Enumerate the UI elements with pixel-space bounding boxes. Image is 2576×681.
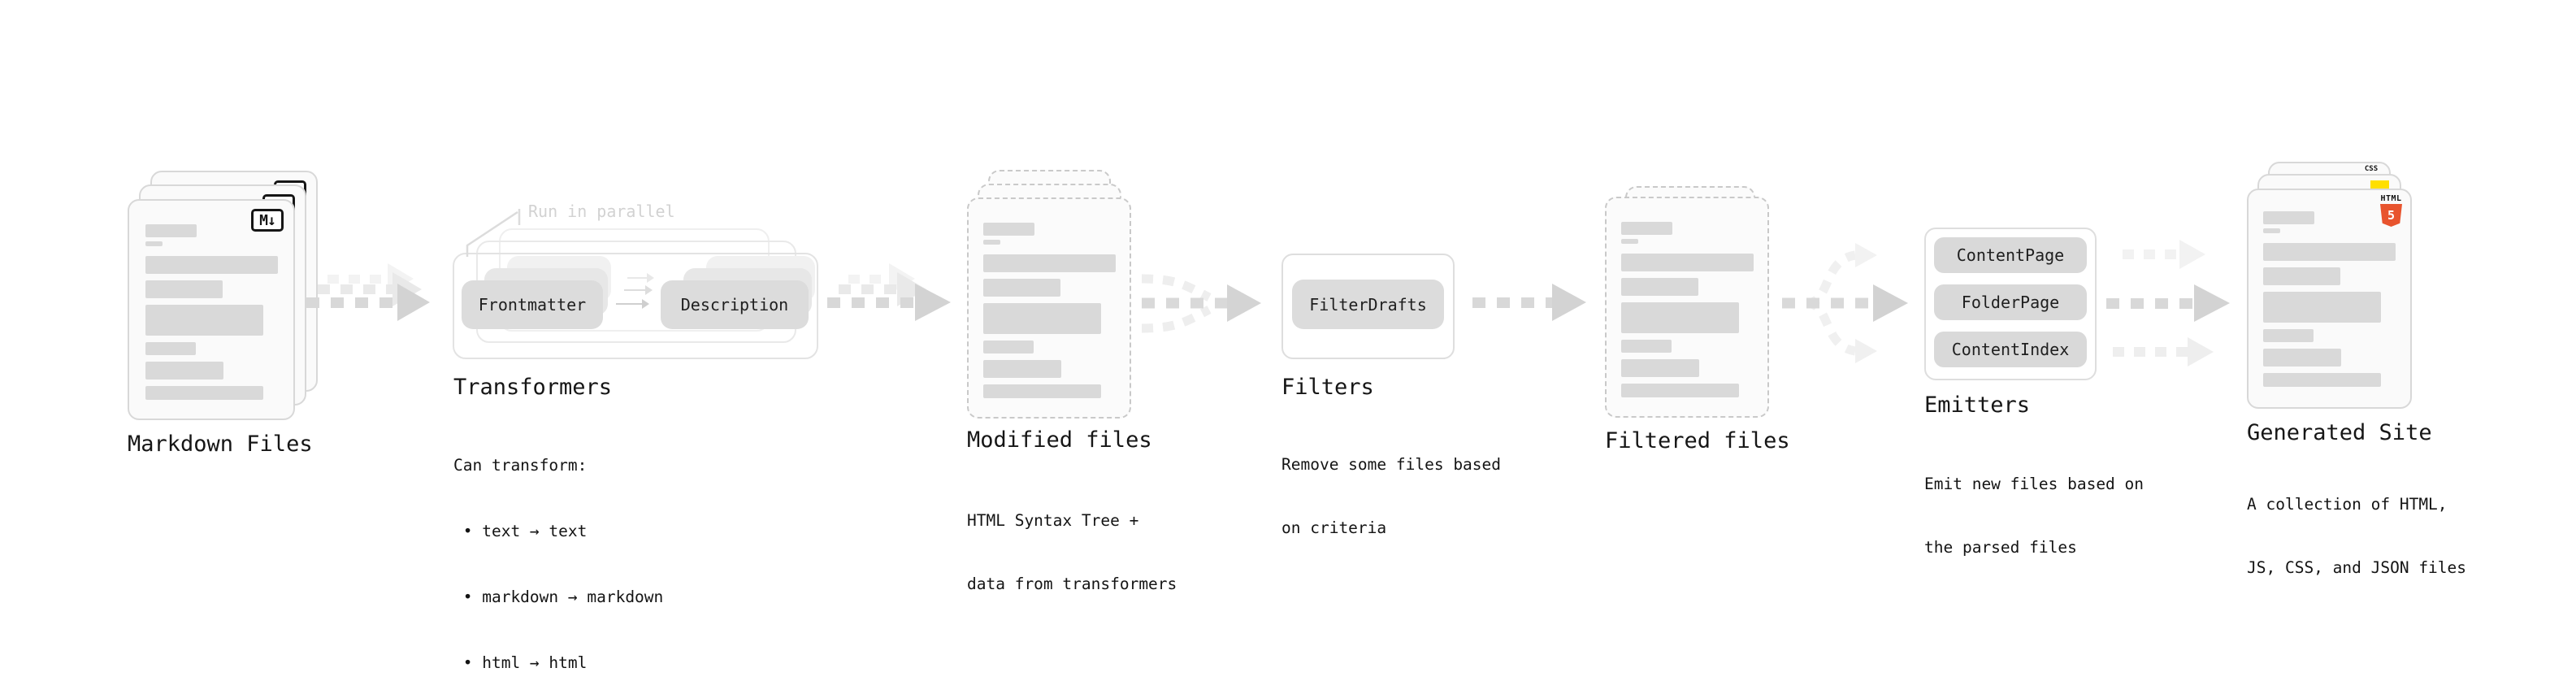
file-line-bar	[983, 360, 1061, 378]
transformer-run-box-front	[453, 253, 818, 359]
file-line-bar	[1621, 384, 1739, 397]
file-line-bar	[2263, 292, 2381, 323]
file-line-bar	[1621, 359, 1699, 377]
caption-line: Emit new files based on	[1924, 475, 2144, 493]
filtered-file-card-front	[1605, 197, 1769, 418]
file-content-placeholder	[1621, 222, 1754, 397]
caption-line: A collection of HTML,	[2247, 495, 2448, 514]
file-line-bar	[145, 241, 163, 246]
file-line-bar	[2263, 349, 2341, 367]
caption-line: HTML Syntax Tree +	[967, 511, 1139, 530]
file-line-bar	[983, 223, 1034, 236]
modified-file-card-front	[967, 197, 1131, 419]
caption-line: on criteria	[1281, 518, 1387, 537]
fan-out-arrow	[1782, 243, 1908, 363]
file-line-bar	[2263, 329, 2314, 342]
file-line-bar	[145, 342, 196, 355]
run-in-parallel-callout-line	[466, 209, 521, 257]
file-line-bar	[1621, 340, 1672, 353]
stage-title-modified-files: Modified files	[967, 427, 1152, 453]
file-line-bar	[1621, 278, 1698, 296]
emitter-pill-folderpage: FolderPage	[1934, 284, 2087, 320]
file-line-bar	[1621, 302, 1739, 333]
caption-line: the parsed files	[1924, 538, 2077, 557]
js-file-icon	[2370, 180, 2389, 189]
emitter-pill-contentpage: ContentPage	[1934, 237, 2087, 273]
css-label: CSS	[2364, 165, 2379, 173]
file-line-bar	[2263, 211, 2314, 224]
caption-line: data from transformers	[967, 575, 1177, 593]
stage-title-emitters: Emitters	[1924, 393, 2031, 418]
caption-line: • html → html	[453, 653, 588, 672]
markdown-icon: M↓	[251, 209, 284, 232]
file-line-bar	[983, 254, 1116, 272]
file-line-bar	[145, 280, 223, 298]
fan-in-arrow	[1141, 274, 1261, 333]
html5-icon: HTML 5	[2380, 195, 2402, 227]
stage-title-filters: Filters	[1281, 375, 1374, 400]
file-content-placeholder	[2263, 211, 2396, 387]
file-line-bar	[2263, 243, 2396, 261]
html5-number: 5	[2387, 208, 2396, 223]
file-line-bar	[2263, 228, 2280, 233]
caption-line: JS, CSS, and JSON files	[2247, 558, 2467, 577]
caption-line: • text → text	[453, 522, 588, 540]
file-line-bar	[1621, 254, 1754, 271]
file-content-placeholder	[145, 224, 278, 400]
caption-line: Remove some files based	[1281, 455, 1502, 474]
stage-caption-transformers: Can transform: • text → text • markdown …	[453, 410, 663, 681]
caption-line: Can transform:	[453, 456, 588, 475]
file-line-bar	[983, 279, 1060, 297]
file-line-bar	[983, 240, 1000, 245]
html5-shield: 5	[2380, 204, 2402, 227]
stage-title-generated-site: Generated Site	[2247, 420, 2432, 445]
html5-label: HTML	[2380, 194, 2402, 203]
file-line-bar	[1621, 222, 1672, 235]
stage-caption-filters: Remove some files based on criteria	[1281, 412, 1501, 581]
stage-title-transformers: Transformers	[453, 375, 613, 400]
stage-caption-generated-site: A collection of HTML, JS, CSS, and JSON …	[2247, 452, 2466, 621]
file-line-bar	[983, 384, 1101, 398]
caption-line: • markdown → markdown	[453, 588, 664, 606]
stage-caption-emitters: Emit new files based on the parsed files	[1924, 432, 2144, 601]
pill-connector-arrow	[624, 285, 653, 295]
file-line-bar	[145, 224, 197, 237]
stage-caption-modified-files: HTML Syntax Tree + data from transformer…	[967, 468, 1177, 637]
file-line-bar	[1621, 239, 1638, 244]
pill-connector-arrow	[627, 273, 654, 283]
emitter-pill-contentindex: ContentIndex	[1934, 332, 2087, 367]
stage-title-filtered-files: Filtered files	[1605, 428, 1790, 453]
file-line-bar	[2263, 373, 2381, 387]
file-line-bar	[145, 362, 223, 380]
file-content-placeholder	[983, 223, 1116, 398]
file-line-bar	[145, 386, 263, 400]
transformer-pill-frontmatter: Frontmatter	[462, 280, 603, 329]
run-in-parallel-note: Run in parallel	[528, 202, 675, 221]
transformer-pill-description: Description	[661, 280, 809, 329]
filter-pill-filterdrafts: FilterDrafts	[1292, 280, 1444, 329]
generated-file-card-front: HTML 5	[2247, 189, 2412, 409]
stage-title-markdown-files: Markdown Files	[128, 432, 313, 457]
pill-connector-arrow	[616, 299, 649, 309]
file-line-bar	[2263, 267, 2340, 285]
file-line-bar	[145, 305, 263, 336]
file-line-bar	[983, 340, 1034, 354]
file-line-bar	[145, 256, 278, 274]
markdown-file-card-front: M↓	[128, 199, 295, 420]
file-line-bar	[983, 303, 1101, 334]
